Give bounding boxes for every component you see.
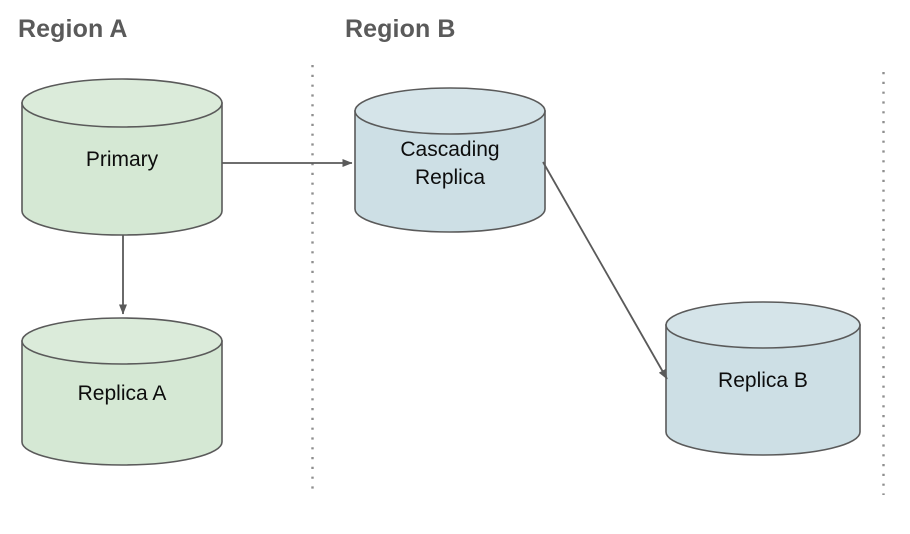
replica-a-cylinder-body [21, 340, 223, 466]
cascading-replica-cylinder-top [354, 87, 546, 135]
primary-cylinder-top [21, 78, 223, 128]
node-replica-b[interactable] [665, 301, 861, 456]
primary-cylinder-body [21, 102, 223, 236]
replica-b-cylinder-body [665, 324, 861, 456]
region-b-label: Region B [345, 15, 456, 43]
node-primary[interactable] [21, 78, 223, 236]
node-cascading-replica[interactable] [354, 87, 546, 233]
edge-cascading-to-replica-b[interactable] [542, 161, 668, 380]
replica-b-cylinder-top [665, 301, 861, 349]
region-a-label: Region A [18, 15, 128, 43]
replica-a-cylinder-top [21, 317, 223, 365]
cascading-replica-cylinder-body [354, 110, 546, 233]
node-replica-a[interactable] [21, 317, 223, 466]
